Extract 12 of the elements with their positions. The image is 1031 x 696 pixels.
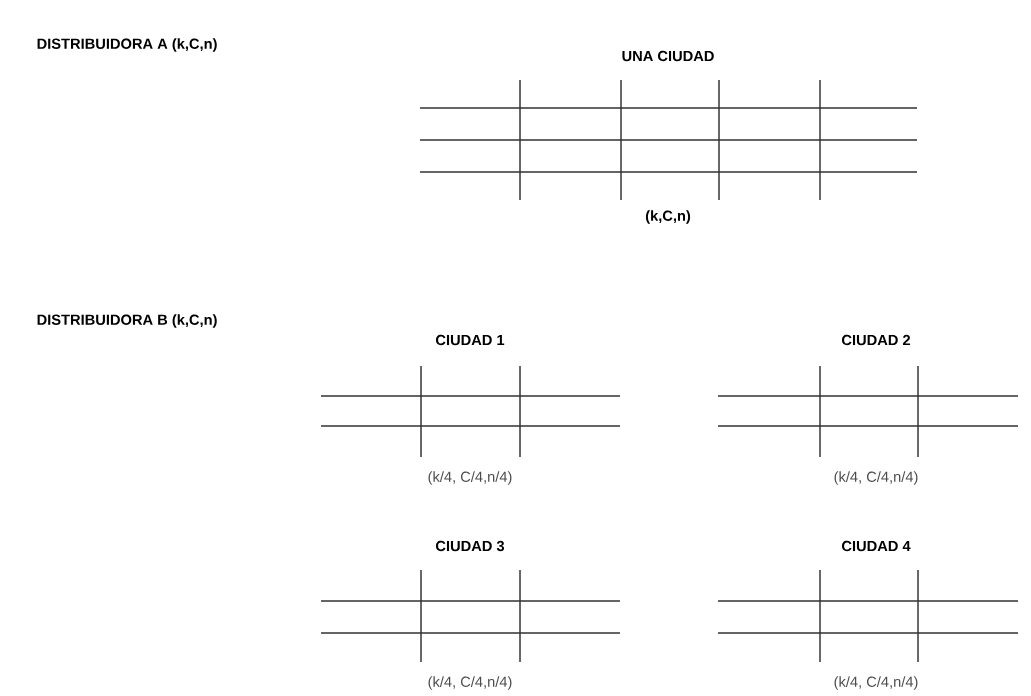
section-title: DISTRIBUIDORA B (k,C,n)	[37, 314, 217, 328]
city-title: CIUDAD 2	[842, 334, 911, 346]
city-title: CIUDAD 4	[842, 540, 911, 552]
city-title: CIUDAD 3	[436, 540, 505, 552]
parameter-label: (k/4, C/4,n/4)	[834, 676, 918, 690]
section-title: DISTRIBUIDORA A (k,C,n)	[37, 38, 217, 52]
city-title: UNA CIUDAD	[622, 50, 714, 62]
parameter-label: (k/4, C/4,n/4)	[428, 676, 512, 690]
parameter-label: (k/4, C/4,n/4)	[834, 471, 918, 485]
parameter-label: (k/4, C/4,n/4)	[428, 471, 512, 485]
city-title: CIUDAD 1	[436, 334, 505, 346]
parameter-label: (k,C,n)	[645, 210, 691, 224]
